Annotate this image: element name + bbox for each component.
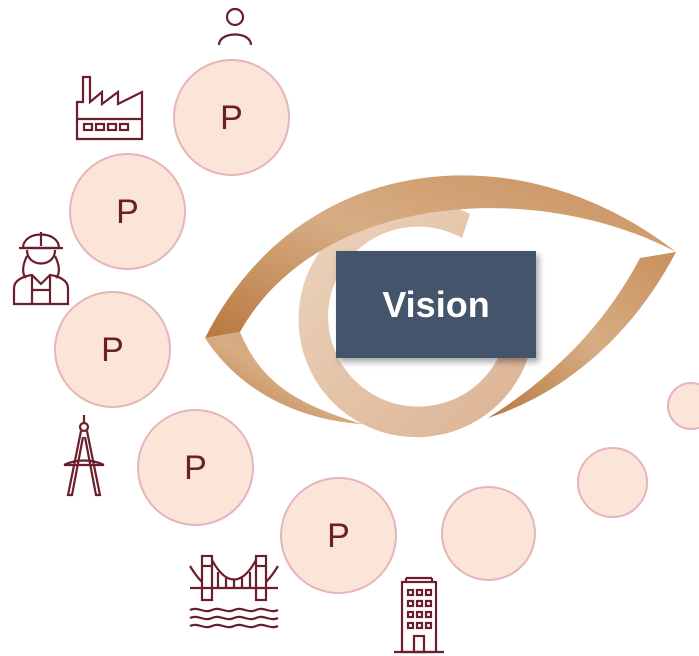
eye-lower-lid [205, 332, 362, 424]
p-bubble: P [173, 59, 290, 176]
eye-right-lid [488, 252, 676, 418]
p-bubble-label: P [101, 330, 124, 369]
p-bubble-label: P [184, 448, 207, 487]
empty-bubble [577, 447, 648, 518]
p-bubble: P [137, 409, 254, 526]
factory-icon [74, 72, 146, 142]
person-icon [214, 5, 256, 47]
empty-bubble [441, 486, 536, 581]
compass-icon [60, 413, 108, 499]
worker-icon [10, 226, 72, 306]
p-bubble: P [280, 477, 397, 594]
p-bubble: P [54, 291, 171, 408]
vision-label-box: Vision [336, 251, 536, 358]
eye-upper-lid [205, 175, 676, 338]
p-bubble-label: P [327, 516, 350, 555]
vision-label: Vision [382, 283, 490, 325]
bridge-icon [188, 552, 280, 632]
p-bubble: P [69, 153, 186, 270]
building-icon [392, 576, 446, 654]
p-bubble-label: P [116, 192, 139, 231]
p-bubble-label: P [220, 98, 243, 137]
